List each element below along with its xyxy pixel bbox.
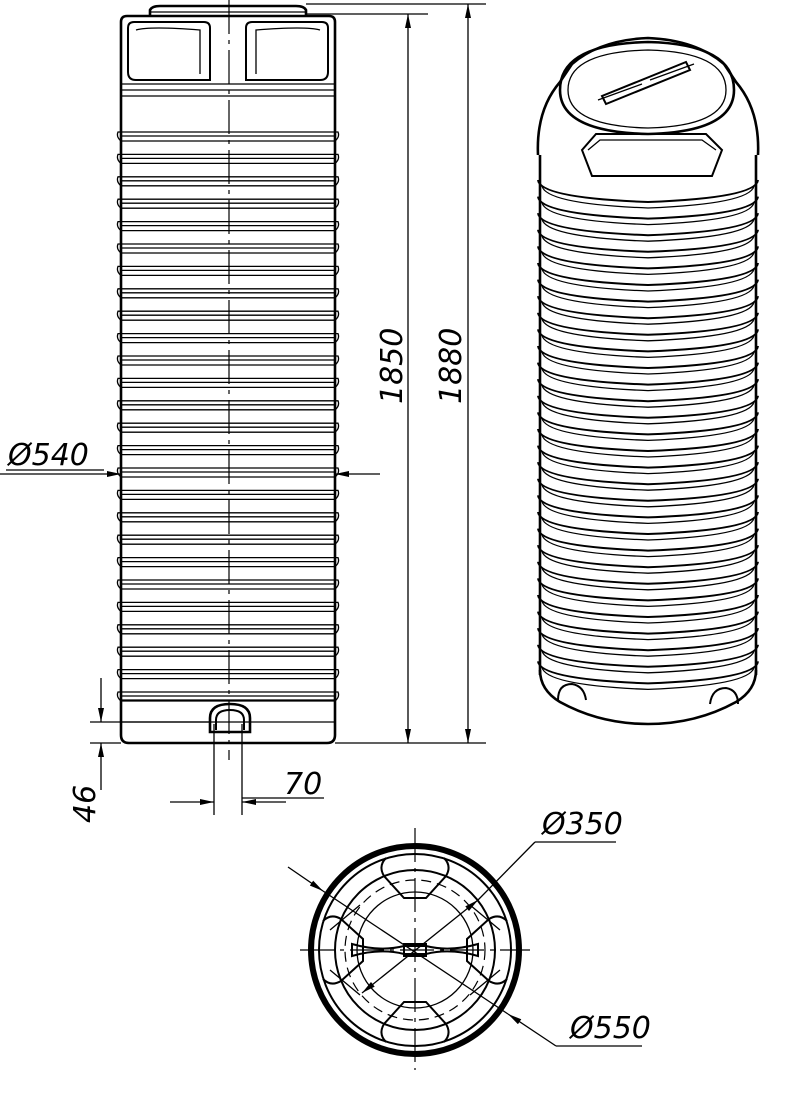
lid-top: [148, 4, 308, 16]
dim-hatch-diameter-label: Ø350: [540, 807, 623, 842]
tank-body-outline: [119, 14, 337, 745]
iso-lid-handle: [597, 60, 695, 106]
dim-body-height-label: 1850: [375, 328, 410, 404]
iso-base-feet: [557, 682, 739, 705]
iso-lid-rim: [558, 40, 736, 136]
dim-total-height-label: 1880: [434, 328, 469, 404]
front-view: [116, 0, 340, 760]
top-view: [300, 828, 530, 1070]
dimension-lines-top: [287, 841, 642, 1047]
iso-cap-outline: [536, 36, 760, 156]
iso-ribs: [537, 179, 759, 691]
dim-body-diameter-label: Ø540: [6, 438, 89, 473]
iso-base: [538, 669, 758, 726]
dim-outer-diameter-label: Ø550: [568, 1011, 651, 1046]
shoulder-recesses: [121, 21, 335, 97]
body-ribs: [116, 131, 340, 702]
isometric-view: [536, 36, 760, 726]
outlet-arch: [208, 702, 252, 734]
dim-outlet-width-label: 70: [284, 767, 322, 802]
dimension-lines-front: [0, 3, 486, 815]
dim-outlet-height-label: 46: [68, 785, 103, 823]
iso-front-recess: [580, 133, 724, 177]
